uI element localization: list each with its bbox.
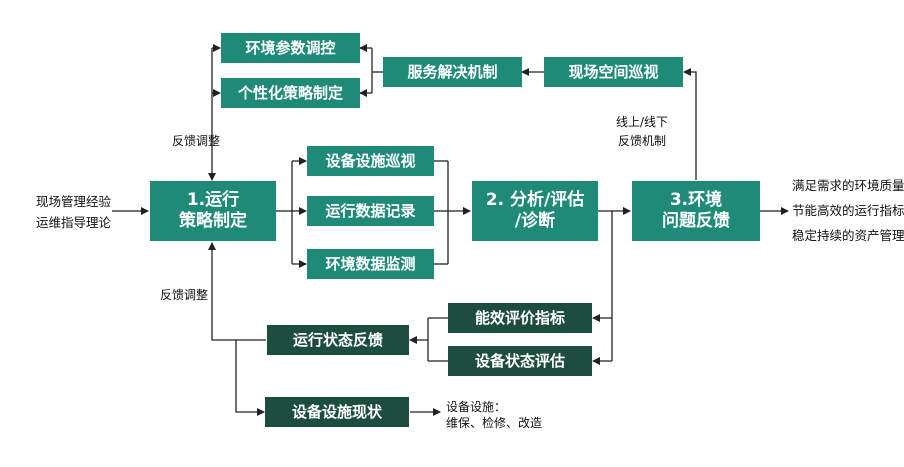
analysis-line1: 2. 分析/评估 <box>485 189 585 210</box>
equip-status-box: 设备设施现状 <box>265 397 409 427</box>
env-feedback-box: 3.环境 问题反馈 <box>632 181 760 241</box>
online-line2: 反馈机制 <box>618 133 667 148</box>
env-feedback-line1: 3.环境 <box>669 189 723 210</box>
analysis-box: 2. 分析/评估 /诊断 <box>472 181 598 241</box>
output-line1: 满足需求的环境质量 <box>792 178 904 193</box>
output-line2: 节能高效的运行指标 <box>792 203 904 218</box>
run-strategy-line2: 策略制定 <box>179 211 247 231</box>
input-line2: 运维指导理论 <box>36 215 112 231</box>
env-control-box: 环境参数调控 <box>221 33 360 63</box>
online-feedback-label: 线上/线下 反馈机制 <box>616 113 668 150</box>
input-line1: 现场管理经验 <box>36 194 112 209</box>
site-patrol-box: 现场空间巡视 <box>544 57 683 87</box>
run-record-box: 运行数据记录 <box>307 196 434 226</box>
output-line3: 稳定持续的资产管理 <box>792 228 904 243</box>
equip-eval-box: 设备状态评估 <box>448 346 592 376</box>
feedback-label-top: 反馈调整 <box>172 134 221 148</box>
output-label: 满足需求的环境质量 节能高效的运行指标 稳定持续的资产管理 <box>792 173 904 248</box>
env-feedback-line2: 问题反馈 <box>662 211 730 231</box>
maintenance-label: 设备设施： 维保、检修、改造 <box>446 399 542 431</box>
maint-line1: 设备设施： <box>446 400 507 414</box>
energy-index-box: 能效评价指标 <box>448 303 592 333</box>
equip-patrol-box: 设备设施巡视 <box>307 146 434 176</box>
env-monitor-box: 环境数据监测 <box>307 249 434 279</box>
input-label: 现场管理经验 运维指导理论 <box>36 191 111 234</box>
maint-line2: 维保、检修、改造 <box>446 416 543 431</box>
run-status-box: 运行状态反馈 <box>267 325 409 355</box>
run-strategy-box: 1.运行 策略制定 <box>150 181 276 241</box>
service-mechanism-box: 服务解决机制 <box>383 57 522 87</box>
analysis-line2: /诊断 <box>514 211 556 231</box>
feedback-label-bottom: 反馈调整 <box>160 288 209 302</box>
run-strategy-line1: 1.运行 <box>186 189 240 210</box>
online-line1: 线上/线下 <box>616 115 669 129</box>
personal-strategy-box: 个性化策略制定 <box>221 78 360 108</box>
